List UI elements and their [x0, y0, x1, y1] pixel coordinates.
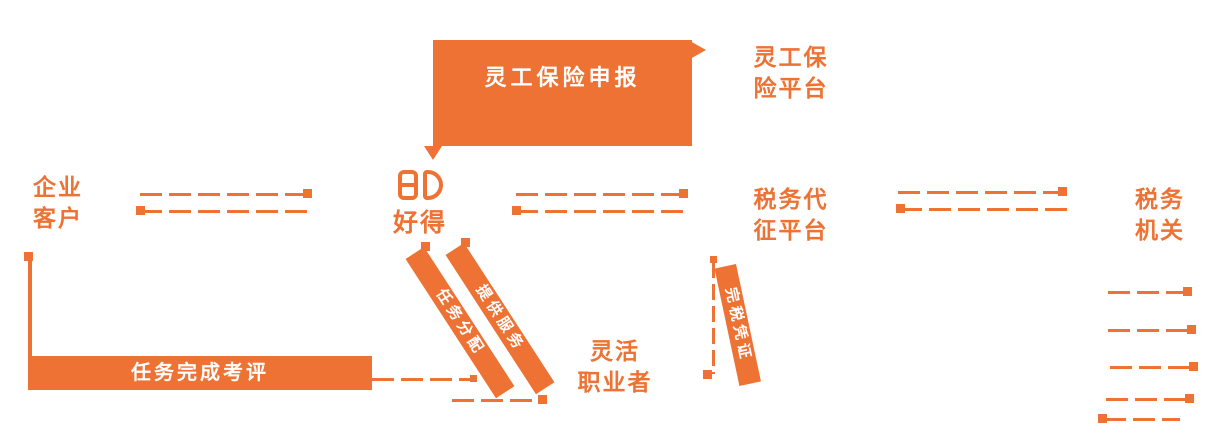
connector-endpoint — [1189, 362, 1198, 371]
connector-endpoint — [461, 238, 470, 247]
connector-line — [1108, 291, 1186, 294]
connector-line — [372, 378, 476, 381]
node-label: 机关 — [1135, 217, 1185, 243]
connector-endpoint — [710, 256, 717, 263]
connector-line — [28, 260, 32, 358]
node-flexible-worker: 灵活 职业者 — [570, 336, 660, 398]
haode-logo-wordmark: 好得 — [392, 209, 447, 237]
tax-cert-band: 完税凭证 — [714, 264, 761, 386]
connector-line — [452, 399, 542, 402]
connector-endpoint — [421, 242, 430, 251]
arrow-right-icon — [690, 41, 706, 59]
connector-line — [516, 193, 688, 196]
connector-endpoint — [1058, 187, 1067, 196]
connector-line — [1108, 329, 1190, 332]
node-label: 险平台 — [753, 75, 829, 101]
logo-glyph-right — [422, 170, 443, 200]
connector-line — [140, 193, 312, 196]
connector-line — [140, 210, 312, 213]
arrow-down-icon — [424, 146, 442, 160]
haode-logo-icon — [384, 170, 456, 200]
connector-endpoint — [1185, 394, 1194, 403]
connector-endpoint — [303, 189, 312, 198]
connector-line — [516, 210, 688, 213]
tax-cert-label: 完税凭证 — [721, 285, 755, 364]
node-label: 企业 — [33, 174, 83, 200]
connector-endpoint — [1098, 414, 1107, 423]
connector-line — [1104, 418, 1180, 421]
node-label: 征平台 — [753, 217, 829, 243]
connector-line — [1106, 398, 1188, 401]
node-tax-collection-platform: 税务代 征平台 — [746, 184, 836, 246]
haode-logo: 好得 — [384, 170, 456, 239]
node-label: 税务 — [1135, 186, 1185, 212]
node-label: 灵活 — [590, 338, 640, 364]
connector-endpoint — [538, 395, 547, 404]
connector-endpoint — [1187, 325, 1196, 334]
connector-endpoint — [703, 370, 712, 379]
logo-glyph-left — [397, 170, 418, 200]
node-label: 灵工保 — [753, 44, 829, 70]
connector-endpoint — [679, 189, 688, 198]
insurance-declaration-label: 灵工保险申报 — [484, 65, 641, 90]
insurance-declaration-banner: 灵工保险申报 — [433, 40, 692, 146]
evaluation-label: 任务完成考评 — [131, 362, 269, 384]
connector-line — [898, 191, 1066, 194]
node-label: 职业者 — [577, 369, 653, 395]
evaluation-bar: 任务完成考评 — [28, 356, 372, 390]
node-label: 税务代 — [753, 186, 829, 212]
node-label: 客户 — [33, 205, 83, 231]
connector-endpoint — [136, 206, 145, 215]
connector-line — [1110, 366, 1192, 369]
connector-line — [712, 262, 715, 374]
connector-endpoint — [24, 252, 33, 261]
connector-endpoint — [512, 206, 521, 215]
connector-endpoint — [896, 204, 905, 213]
connector-line — [900, 208, 1068, 211]
node-insurance-platform: 灵工保 险平台 — [746, 42, 836, 104]
node-enterprise-customer: 企业 客户 — [10, 172, 106, 234]
connector-endpoint — [470, 375, 477, 382]
node-tax-authority: 税务 机关 — [1115, 184, 1205, 246]
connector-endpoint — [1183, 287, 1192, 296]
